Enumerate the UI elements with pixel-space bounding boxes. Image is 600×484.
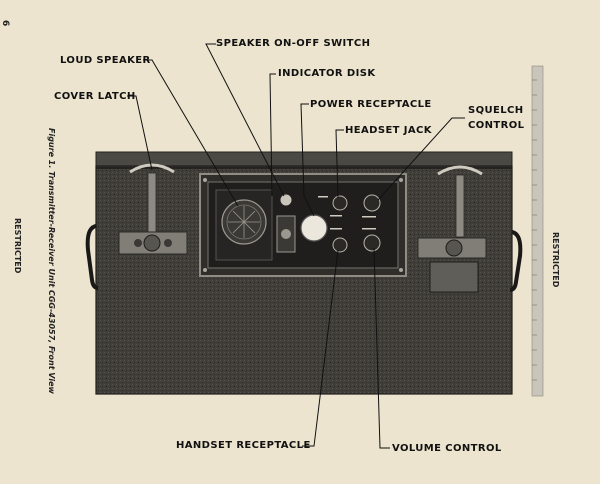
measurement-ruler bbox=[531, 65, 544, 397]
label-power-receptacle: POWER RECEPTACLE bbox=[310, 99, 432, 110]
label-volume-control: VOLUME CONTROL bbox=[392, 443, 502, 454]
cover-latch-right bbox=[417, 165, 487, 293]
label-squelch-control-line1: SQUELCH bbox=[468, 105, 524, 116]
cover-latch-left bbox=[118, 163, 188, 255]
loud-speaker-grille bbox=[221, 199, 267, 245]
label-cover-latch: COVER LATCH bbox=[54, 91, 136, 102]
label-handset-receptacle: HANDSET RECEPTACLE bbox=[176, 440, 311, 451]
callout-lines bbox=[127, 43, 465, 449]
label-headset-jack: HEADSET JACK bbox=[345, 125, 432, 136]
control-panel bbox=[199, 173, 407, 277]
label-indicator-disk: INDICATOR DISK bbox=[278, 68, 376, 79]
label-loud-speaker: LOUD SPEAKER bbox=[60, 55, 151, 66]
label-squelch-control-line2: CONTROL bbox=[468, 120, 525, 131]
label-speaker-on-off-switch: SPEAKER ON-OFF SWITCH bbox=[216, 38, 371, 49]
